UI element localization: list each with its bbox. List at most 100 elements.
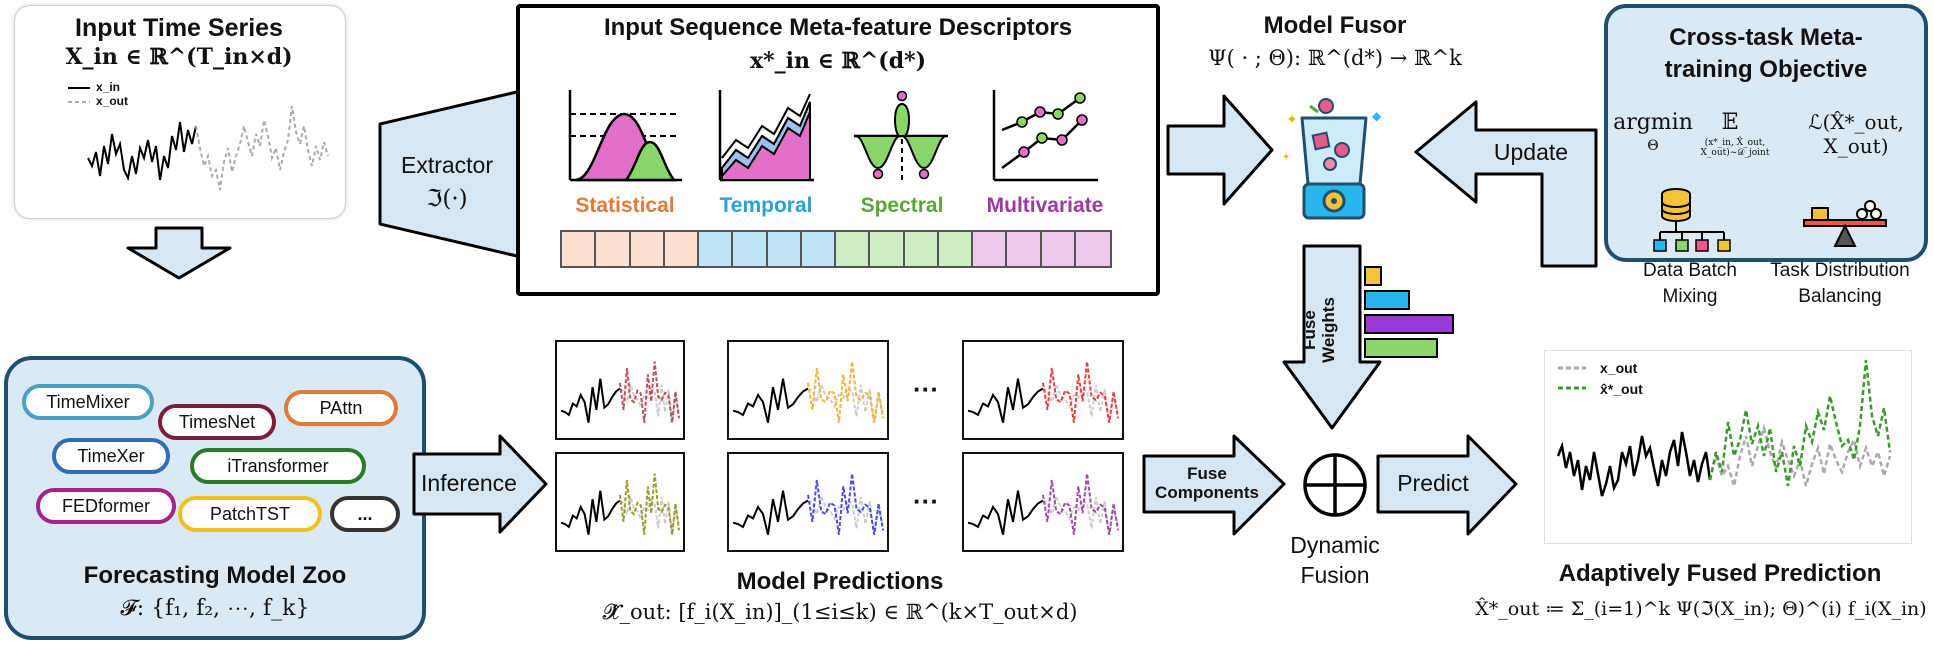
input-series-legend (68, 87, 90, 103)
predict-arrow (1376, 434, 1518, 536)
input-series-plot (87, 105, 329, 191)
feature-cell (801, 232, 836, 266)
temporal-icon (718, 90, 814, 182)
weight-bar-1 (1364, 266, 1382, 286)
predictions-title: Model Predictions (736, 568, 944, 595)
fused-prediction-formula: X̂*_out ≔ Σ_(i=1)^k Ψ(ℑ(X_in); Θ)^(i) f_… (1475, 598, 1927, 620)
fusor-title: Model Fusor (1263, 12, 1407, 39)
expectation-symbol: 𝔼 (1721, 110, 1739, 135)
fuse-weights-label: Fuse Weights (1300, 270, 1360, 390)
model-pill-patchtst: PatchTST (178, 496, 322, 532)
feature-cell (562, 232, 597, 266)
model-pill-timexer: TimeXer (52, 438, 170, 474)
meta-train-title-1: Cross-task Meta- (1669, 24, 1863, 51)
fused-history-line (1556, 431, 1712, 497)
fused-prediction-title: Adaptively Fused Prediction (1558, 560, 1882, 587)
feature-cell (699, 232, 734, 266)
extractor-label: Extractor (400, 152, 494, 178)
arrow-meta-to-fusor (1166, 94, 1274, 206)
fuse-weights-line-2: Weights (1319, 297, 1338, 363)
blender-icon: ✦ ◆ ✦ (1282, 98, 1382, 220)
thumb-forecast-line (619, 473, 680, 535)
feature-cell (596, 232, 631, 266)
thumb-history-line (967, 490, 1044, 535)
feature-cell (904, 232, 939, 266)
model-pill-timemixer: TimeMixer (22, 384, 154, 420)
fused-prediction-plot (1556, 359, 1892, 497)
fuse-components-label: Fuse Components (1142, 464, 1272, 502)
svg-text:✦: ✦ (1282, 152, 1290, 163)
category-label-statistical: Statistical (575, 194, 675, 217)
svg-text:◆: ◆ (1372, 109, 1382, 123)
model-pill-itransformer: iTransformer (190, 448, 366, 484)
thumb-forecast-line (1042, 473, 1119, 535)
meta-train-title-2: training Objective (1664, 56, 1868, 83)
task-dist-label-2: Balancing (1798, 286, 1882, 307)
category-label-temporal: Temporal (719, 194, 813, 217)
feature-cell (938, 232, 973, 266)
model-pill-timesnet: TimesNet (158, 404, 276, 440)
argmin-label: argmin (1613, 110, 1693, 135)
data-batch-label-1: Data Batch (1643, 260, 1737, 281)
thumb-history-line (732, 378, 809, 423)
spectral-icon (854, 90, 948, 180)
feature-cell (1007, 232, 1042, 266)
weight-bar-4 (1364, 338, 1438, 358)
statistical-icon (568, 90, 682, 182)
history-line (87, 121, 197, 182)
expectation-subscript: (x*_in, X̂_out, X_out)~𝒟_joint (1700, 138, 1770, 158)
ellipsis-row-1: ··· (913, 374, 939, 404)
prediction-thumb-5 (727, 452, 889, 552)
down-arrow-to-zoo (126, 226, 232, 280)
feature-cell (630, 232, 665, 266)
meta-feature-formula: x*_in ∈ ℝ^(d*) (750, 48, 926, 74)
fuse-weights-line-1: Fuse (1300, 310, 1319, 350)
balance-icon (1803, 200, 1887, 247)
fused-legend-out: x_out (1600, 360, 1638, 376)
fused-true-line (1708, 423, 1892, 487)
thumb-true-line (807, 380, 884, 423)
feature-cell (664, 232, 699, 266)
fused-legend (1558, 366, 1586, 390)
model-zoo-formula: 𝓕: {f₁, f₂, ⋯, f_k} (120, 596, 310, 621)
feature-cell (973, 232, 1008, 266)
prediction-thumb-6 (962, 452, 1124, 552)
inference-arrow (412, 434, 548, 534)
category-label-multivariate: Multivariate (986, 194, 1104, 217)
model-pill-pattn: PAttn (284, 390, 398, 426)
thumb-history-line (967, 378, 1044, 423)
task-dist-label-1: Task Distribution (1770, 260, 1910, 281)
prediction-thumb-2 (727, 340, 889, 440)
feature-cell (836, 232, 871, 266)
thumb-forecast-line (619, 361, 680, 423)
data-batch-label-2: Mixing (1662, 286, 1718, 307)
feature-cell (1075, 232, 1110, 266)
thumb-history-line (560, 378, 621, 423)
thumb-true-line (1042, 380, 1119, 423)
input-series-title: Input Time Series (75, 14, 283, 42)
update-label: Update (1493, 139, 1569, 165)
thumb-history-line (732, 490, 809, 535)
multivariate-icon (992, 90, 1098, 182)
inference-label: Inference (421, 470, 517, 496)
argmin-theta: Θ (1647, 138, 1659, 154)
thumb-forecast-line (807, 473, 884, 535)
legend-out-label: x_out (96, 94, 129, 108)
thumb-forecast-line (1042, 361, 1119, 423)
feature-cell (767, 232, 802, 266)
fuse-components-line-2: Components (1155, 483, 1259, 502)
model-zoo-title: Forecasting Model Zoo (83, 562, 347, 589)
circle-plus-icon (1303, 453, 1367, 517)
update-arrow (1414, 100, 1598, 268)
thumb-forecast-line (807, 361, 884, 423)
extractor-symbol: ℑ(·) (426, 186, 468, 212)
fuse-weights-arrow (1282, 244, 1382, 430)
feature-vector (560, 230, 1112, 268)
thumb-true-line (1042, 492, 1119, 535)
thumb-true-line (807, 492, 884, 535)
predictions-formula: 𝓧̂_out: [f_i(X_in)]_(1≤i≤k) ∈ ℝ^(k×T_out… (602, 600, 1078, 624)
svg-text:✦: ✦ (1286, 111, 1298, 127)
feature-cell (733, 232, 768, 266)
prediction-thumb-1 (555, 340, 685, 440)
input-series-formula: X_in ∈ ℝ^(T_in×d) (65, 44, 293, 70)
